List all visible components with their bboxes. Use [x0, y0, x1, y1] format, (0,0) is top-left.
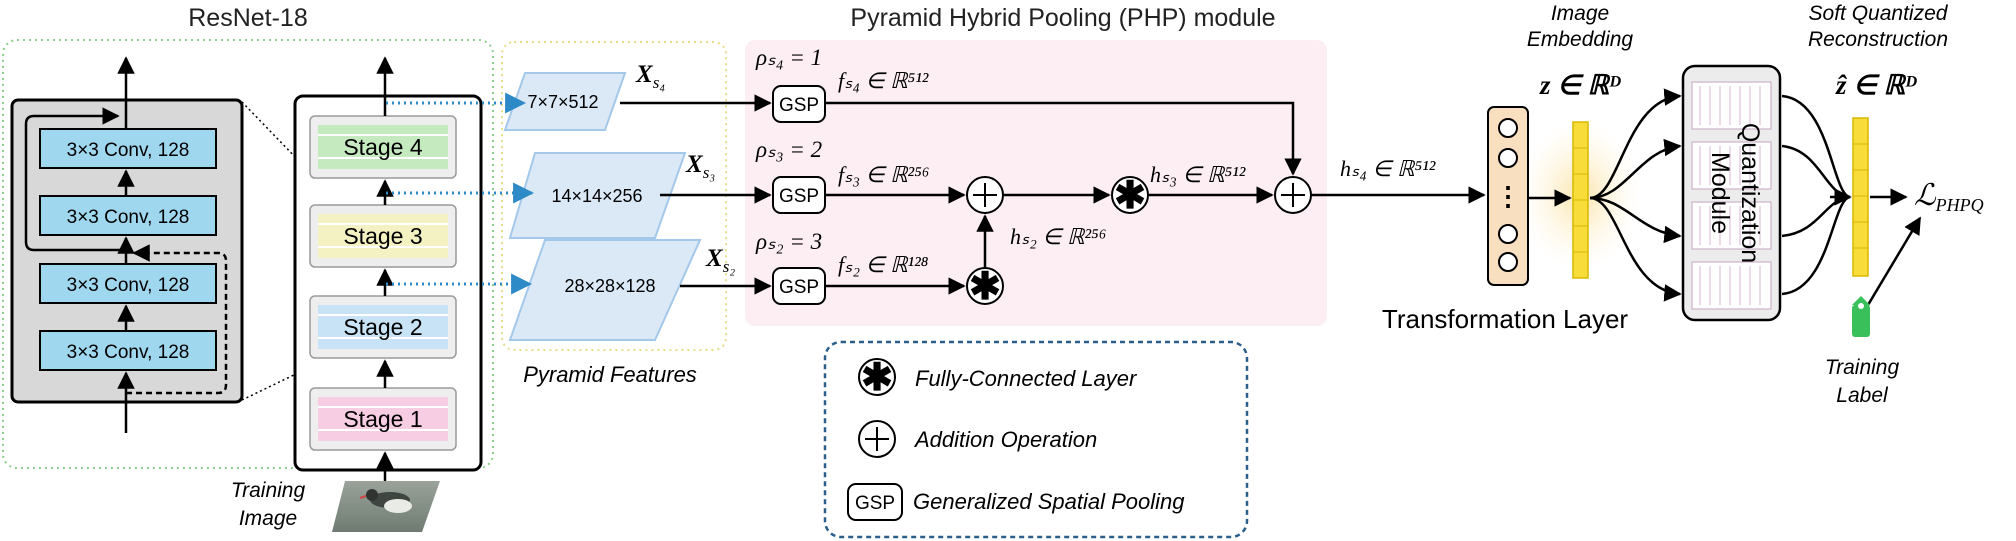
- training-image-label: Image: [239, 507, 297, 530]
- pyramid-features-label: Pyramid Features: [523, 362, 697, 387]
- conv-block-label: 3×3 Conv, 128: [67, 342, 190, 363]
- addition-operator: [966, 176, 1004, 214]
- legend-fc-icon: ✱: [858, 357, 896, 399]
- rho-s2-label: ρₛ₂ = 3: [755, 229, 822, 254]
- soft-quantized-title: Reconstruction: [1808, 28, 1948, 51]
- f-s4-label: fₛ₄ ∈ ℝ⁵¹²: [838, 68, 929, 93]
- training-label-text: Training: [1825, 356, 1900, 379]
- zoom-line-top: [241, 101, 301, 163]
- stage-label: Stage 1: [343, 406, 422, 432]
- training-image: [332, 481, 440, 532]
- training-image-label: Training: [231, 479, 306, 502]
- php-title: Pyramid Hybrid Pooling (PHP) module: [850, 4, 1275, 32]
- svg-text:✱: ✱: [1114, 175, 1146, 217]
- legend-add-icon: [858, 420, 896, 458]
- stage-label: Stage 2: [343, 314, 422, 340]
- training-label-tag-icon: [1852, 296, 1870, 337]
- conv-block: 3×3 Conv, 128: [39, 330, 217, 371]
- f-s3-label: fₛ₃ ∈ ℝ²⁵⁶: [838, 162, 929, 187]
- conv-block: 3×3 Conv, 128: [39, 195, 217, 236]
- transformation-layer-label: Transformation Layer: [1382, 304, 1628, 334]
- conv-arrows: [24, 56, 228, 433]
- quantization-module-label: Module: [1706, 152, 1734, 234]
- legend-gsp-icon: GSP: [847, 483, 903, 521]
- transformation-layer: ⋮: [1487, 106, 1529, 286]
- feature-size-label: 7×7×512: [527, 92, 598, 112]
- php-arrows: [620, 94, 1486, 295]
- conv-block-label: 3×3 Conv, 128: [67, 140, 190, 161]
- x-s2-label: Xs₂: [705, 245, 735, 276]
- quantization-arrows: [1589, 88, 1922, 306]
- php-module-panel: [745, 40, 1327, 326]
- fully-connected-operator: ✱: [1111, 175, 1149, 217]
- reconstruction-vector: [1852, 117, 1869, 277]
- fully-connected-operator: ✱: [966, 266, 1004, 308]
- rho-s4-label: ρₛ₄ = 1: [755, 45, 822, 70]
- svg-text:✱: ✱: [861, 357, 893, 399]
- zhat-label: ẑ ∈ ℝᴰ: [1835, 70, 1917, 100]
- h-s3-label: hₛ₃ ∈ ℝ⁵¹²: [1150, 162, 1246, 187]
- image-embedding-title: Image: [1551, 2, 1609, 25]
- feature-map-s4: 7×7×512: [503, 72, 627, 131]
- rho-s3-label: ρₛ₃ = 2: [755, 137, 822, 162]
- feature-map-s3: 14×14×256: [508, 152, 687, 239]
- resnet-title: ResNet-18: [188, 4, 308, 32]
- stage-3-block: Stage 3: [309, 204, 457, 268]
- legend-add-label: Addition Operation: [913, 427, 1097, 452]
- conv-block-label: 3×3 Conv, 128: [67, 275, 190, 296]
- training-label-text: Label: [1836, 384, 1889, 407]
- quantization-module: Quantization Module: [1681, 64, 1782, 322]
- gsp-box-s2: GSP: [772, 267, 826, 305]
- addition-operator: [1274, 176, 1312, 214]
- soft-quantized-title: Soft Quantized: [1809, 2, 1949, 25]
- image-embedding-vector: [1572, 121, 1589, 279]
- stage-4-block: Stage 4: [309, 115, 457, 179]
- feature-dotted-arrows: [386, 92, 535, 295]
- x-s4-label: Xs₄: [635, 61, 665, 92]
- legend-fc-label: Fully-Connected Layer: [915, 366, 1138, 391]
- feature-size-label: 28×28×128: [564, 276, 655, 296]
- gsp-label: GSP: [779, 186, 819, 207]
- gsp-label: GSP: [855, 493, 895, 514]
- x-s3-label: Xs₃: [685, 151, 715, 182]
- gsp-label: GSP: [779, 95, 819, 116]
- gsp-box-s3: GSP: [772, 176, 826, 214]
- stage-label: Stage 3: [343, 223, 422, 249]
- conv-block: 3×3 Conv, 128: [39, 128, 217, 169]
- legend-box: [823, 340, 1249, 539]
- stage-1-block: Stage 1: [309, 387, 457, 451]
- h-s2-label: hₛ₂ ∈ ℝ²⁵⁶: [1010, 224, 1106, 249]
- conv-block-label: 3×3 Conv, 128: [67, 207, 190, 228]
- loss-label: ℒPHPQ: [1914, 179, 1984, 215]
- legend-gsp-label: Generalized Spatial Pooling: [913, 489, 1185, 514]
- stage-2-block: Stage 2: [309, 295, 457, 359]
- gsp-box-s4: GSP: [772, 85, 826, 123]
- quantization-module-label: Quantization: [1736, 123, 1764, 263]
- zoom-line-bottom: [241, 371, 301, 401]
- image-embedding-title: Embedding: [1527, 28, 1634, 51]
- conv-block: 3×3 Conv, 128: [39, 263, 217, 304]
- ellipsis-dots: ⋮: [1495, 181, 1521, 211]
- feature-map-s2: 28×28×128: [508, 239, 702, 341]
- stage-label: Stage 4: [343, 134, 422, 160]
- z-label: z ∈ ℝᴰ: [1539, 70, 1621, 100]
- gsp-label: GSP: [779, 277, 819, 298]
- h-s4-label: hₛ₄ ∈ ℝ⁵¹²: [1340, 156, 1436, 181]
- feature-size-label: 14×14×256: [551, 186, 642, 206]
- f-s2-label: fₛ₂ ∈ ℝ¹²⁸: [838, 252, 929, 277]
- svg-text:✱: ✱: [969, 266, 1001, 308]
